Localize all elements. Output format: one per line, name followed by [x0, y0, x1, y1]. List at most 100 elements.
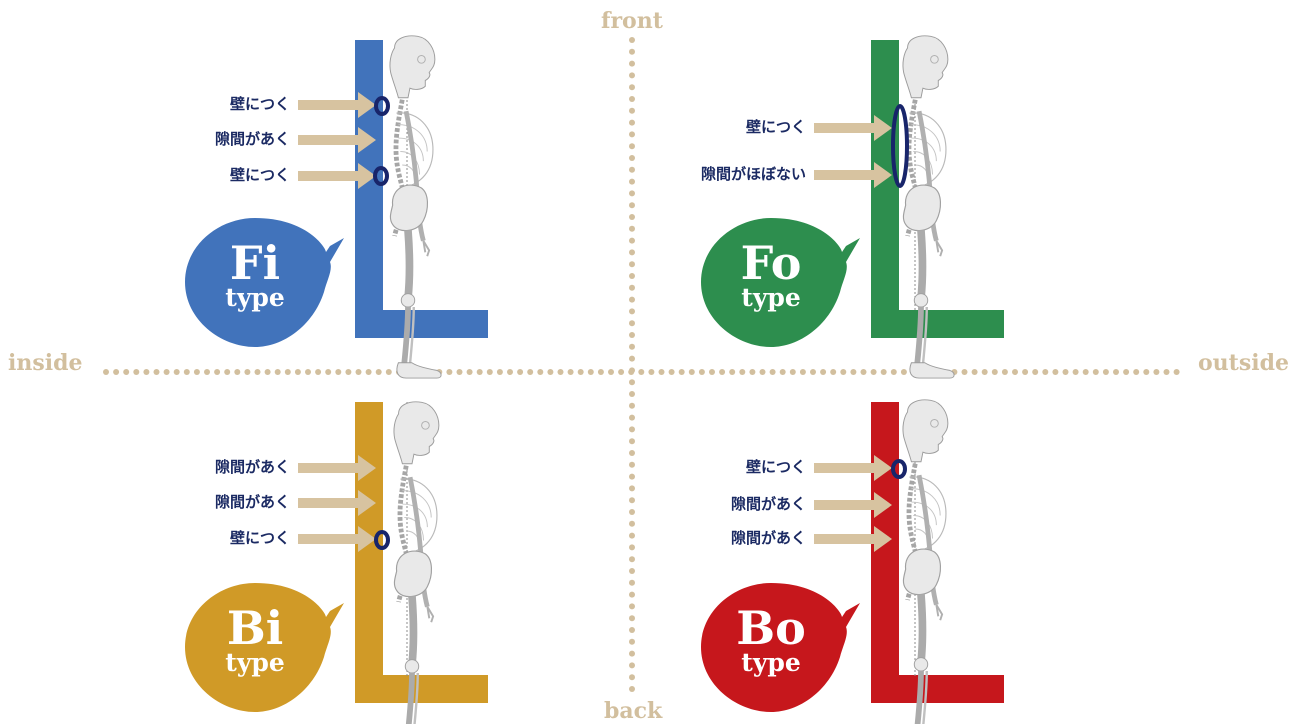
horizontal-axis-dot: [1062, 369, 1069, 375]
vertical-axis-dot: [629, 48, 635, 55]
horizontal-axis-dot: [335, 369, 342, 375]
horizontal-axis-dot: [537, 369, 544, 375]
fi-badge-type: type: [225, 283, 285, 312]
quadrant-bi: [185, 402, 488, 724]
fi-contact-ring-2: [373, 166, 389, 186]
fo-badge-type: type: [741, 283, 801, 312]
horizontal-axis-dot: [123, 369, 130, 375]
vertical-axis-dot: [629, 249, 635, 256]
horizontal-axis-dot: [507, 369, 513, 375]
horizontal-axis-dot: [1072, 369, 1079, 375]
horizontal-axis-dot: [618, 369, 625, 375]
horizontal-axis-dot: [1133, 369, 1140, 375]
horizontal-axis-dot: [719, 369, 726, 375]
horizontal-axis-dot: [880, 369, 887, 375]
horizontal-axis-dot: [789, 369, 796, 375]
vertical-axis-dot: [629, 686, 635, 692]
horizontal-axis-dot: [638, 369, 645, 375]
vertical-axis-dot: [629, 202, 635, 209]
horizontal-axis-dot: [810, 369, 816, 375]
vertical-axis-dot: [629, 426, 635, 433]
fo-wall: [871, 40, 1004, 338]
fo-label-1: 壁につく: [745, 118, 806, 136]
vertical-axis-dot: [629, 60, 635, 67]
vertical-axis-dot: [629, 627, 635, 633]
bi-label-1: 隙間があく: [214, 458, 290, 476]
fo-badge: [701, 218, 860, 347]
horizontal-axis-dot: [103, 369, 109, 375]
bo-contact-ring: [891, 459, 907, 479]
fi-contact-ring-1: [374, 96, 390, 116]
fi-label-2: 隙間があく: [214, 130, 290, 148]
horizontal-axis-dot: [527, 369, 534, 375]
horizontal-axis-dot: [749, 369, 756, 375]
horizontal-axis-dot: [486, 369, 493, 375]
horizontal-axis-dot: [587, 369, 594, 375]
vertical-axis-dot: [629, 544, 635, 551]
horizontal-axis-dot: [254, 369, 261, 375]
horizontal-axis-dot: [214, 369, 221, 375]
horizontal-axis-dot: [305, 369, 311, 375]
horizontal-axis-dot: [496, 369, 503, 375]
horizontal-axis-dot: [547, 369, 554, 375]
horizontal-axis-dot: [375, 369, 382, 375]
horizontal-axis-dot: [961, 369, 968, 375]
vertical-axis-dot: [629, 96, 635, 102]
horizontal-axis-dot: [284, 369, 291, 375]
horizontal-axis-dot: [244, 369, 251, 375]
horizontal-axis-dot: [799, 369, 806, 375]
horizontal-axis-dot: [355, 369, 362, 375]
horizontal-axis-dot: [345, 369, 352, 375]
horizontal-axis-dot: [971, 369, 978, 375]
horizontal-axis-dot: [143, 369, 150, 375]
vertical-axis-dot: [629, 72, 635, 79]
horizontal-axis-dot: [709, 369, 715, 375]
vertical-axis-dot: [629, 568, 635, 574]
horizontal-axis-dot: [1102, 369, 1109, 375]
vertical-axis-dot: [629, 379, 635, 386]
horizontal-axis-dot: [557, 369, 564, 375]
horizontal-axis-dot: [1113, 369, 1119, 375]
horizontal-axis-dot: [648, 369, 655, 375]
vertical-axis-dot: [629, 166, 635, 173]
vertical-axis-dot: [629, 119, 635, 126]
horizontal-axis-dot: [456, 369, 463, 375]
vertical-axis-dot: [629, 107, 635, 114]
axis-label-back: back: [604, 698, 663, 724]
horizontal-axis-dot: [900, 369, 907, 375]
horizontal-axis-dot: [577, 369, 584, 375]
vertical-axis-dot: [629, 638, 635, 645]
horizontal-axis-dot: [698, 369, 705, 375]
vertical-axis-dot: [629, 615, 635, 622]
horizontal-axis-dot: [193, 369, 200, 375]
bo-badge-code: Bo: [736, 601, 806, 655]
bo-badge-type: type: [741, 648, 801, 677]
bi-badge-code: Bi: [226, 601, 284, 655]
horizontal-axis-dot: [294, 369, 301, 375]
vertical-axis-dot: [629, 674, 635, 681]
axis-label-front: front: [601, 8, 663, 34]
fi-label-1: 壁につく: [229, 95, 290, 113]
bi-contact-ring: [374, 530, 390, 550]
quadrant-bo: [701, 400, 1004, 724]
bi-badge-type: type: [225, 648, 285, 677]
horizontal-axis-dot: [325, 369, 332, 375]
horizontal-axis-dot: [890, 369, 897, 375]
bo-badge: [701, 583, 860, 712]
fi-label-3: 壁につく: [229, 166, 290, 184]
vertical-axis-dot: [629, 320, 635, 327]
horizontal-axis-dot: [1123, 369, 1130, 375]
horizontal-axis-dot: [830, 369, 837, 375]
horizontal-axis-dot: [446, 369, 453, 375]
horizontal-axis-dot: [860, 369, 867, 375]
vertical-axis-dot: [629, 131, 635, 138]
horizontal-axis-dot: [1001, 369, 1008, 375]
bi-wall: [355, 402, 488, 703]
quadrant-fo: [701, 36, 1004, 378]
vertical-axis-dot: [629, 509, 635, 515]
vertical-axis-dot: [629, 84, 635, 91]
horizontal-axis-dot: [820, 369, 827, 375]
horizontal-axis-dot: [1052, 369, 1059, 375]
